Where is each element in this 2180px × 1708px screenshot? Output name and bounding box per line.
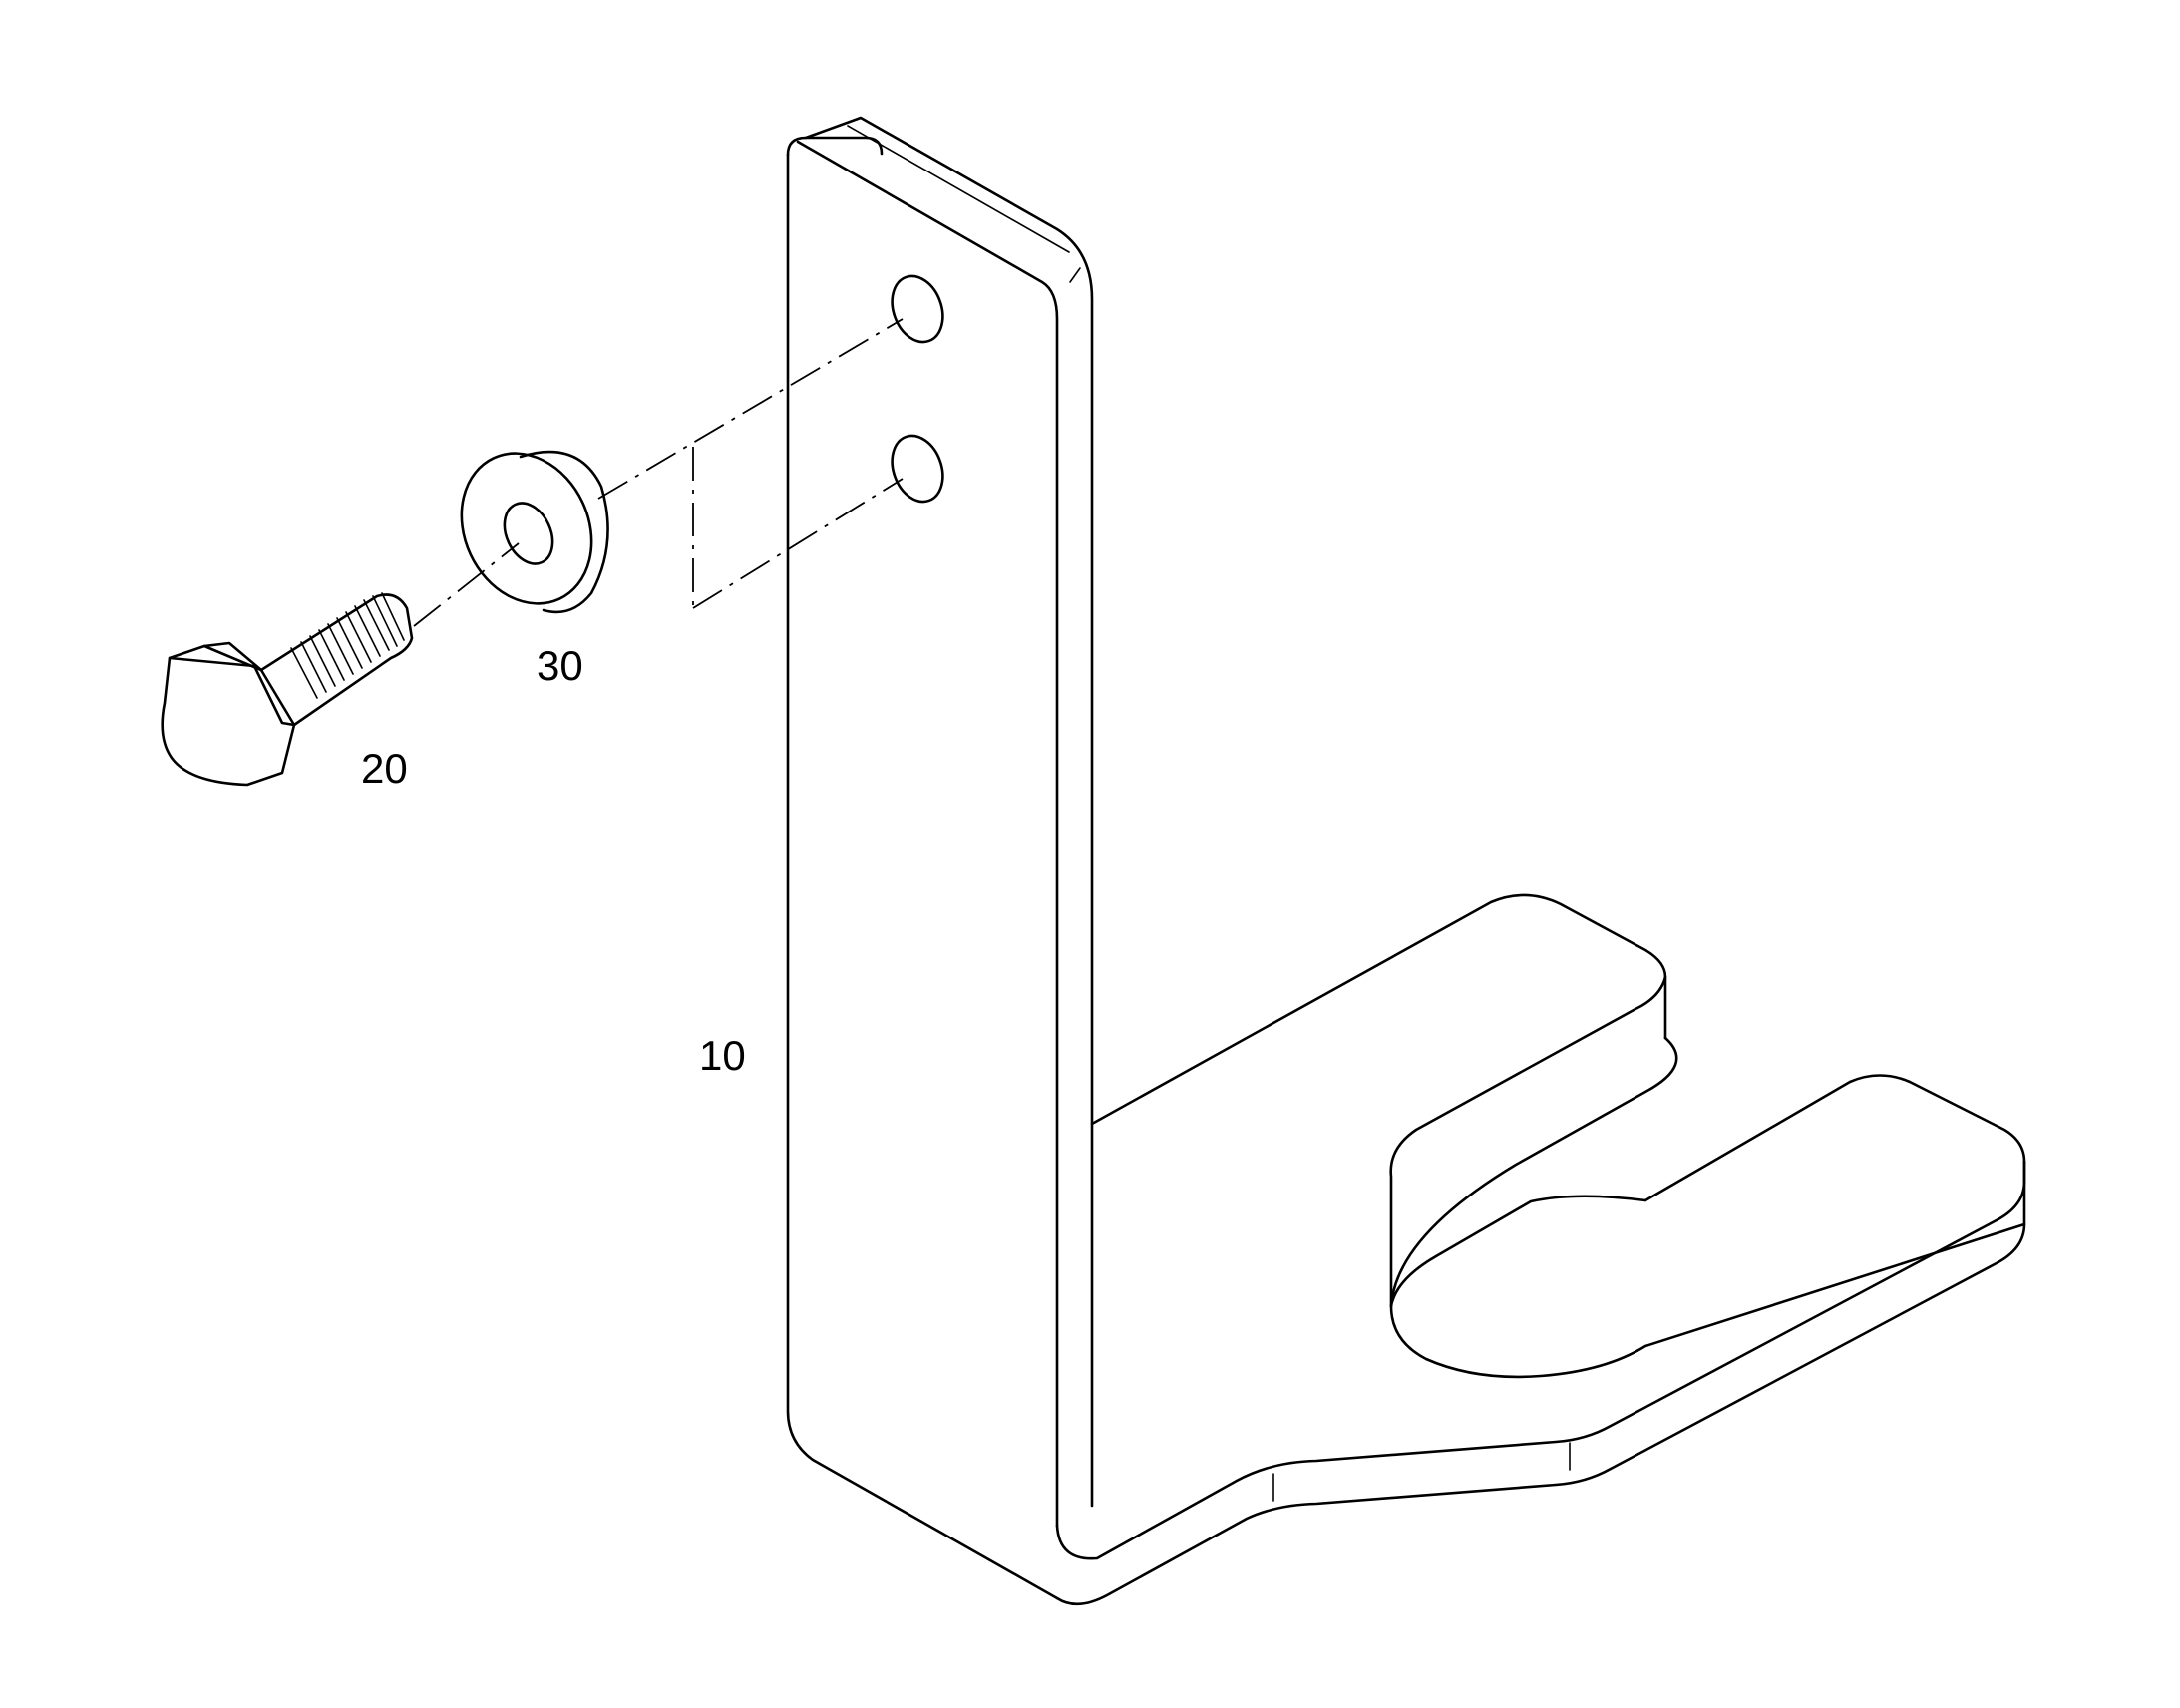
callout-bracket: 10 bbox=[699, 1032, 746, 1079]
bracket-part bbox=[786, 116, 2026, 1606]
callout-bolt: 20 bbox=[361, 745, 408, 792]
washer-part bbox=[460, 450, 609, 614]
assembly-centerlines bbox=[413, 318, 904, 627]
callout-washer: 30 bbox=[537, 642, 583, 689]
bolt-part bbox=[161, 592, 414, 787]
